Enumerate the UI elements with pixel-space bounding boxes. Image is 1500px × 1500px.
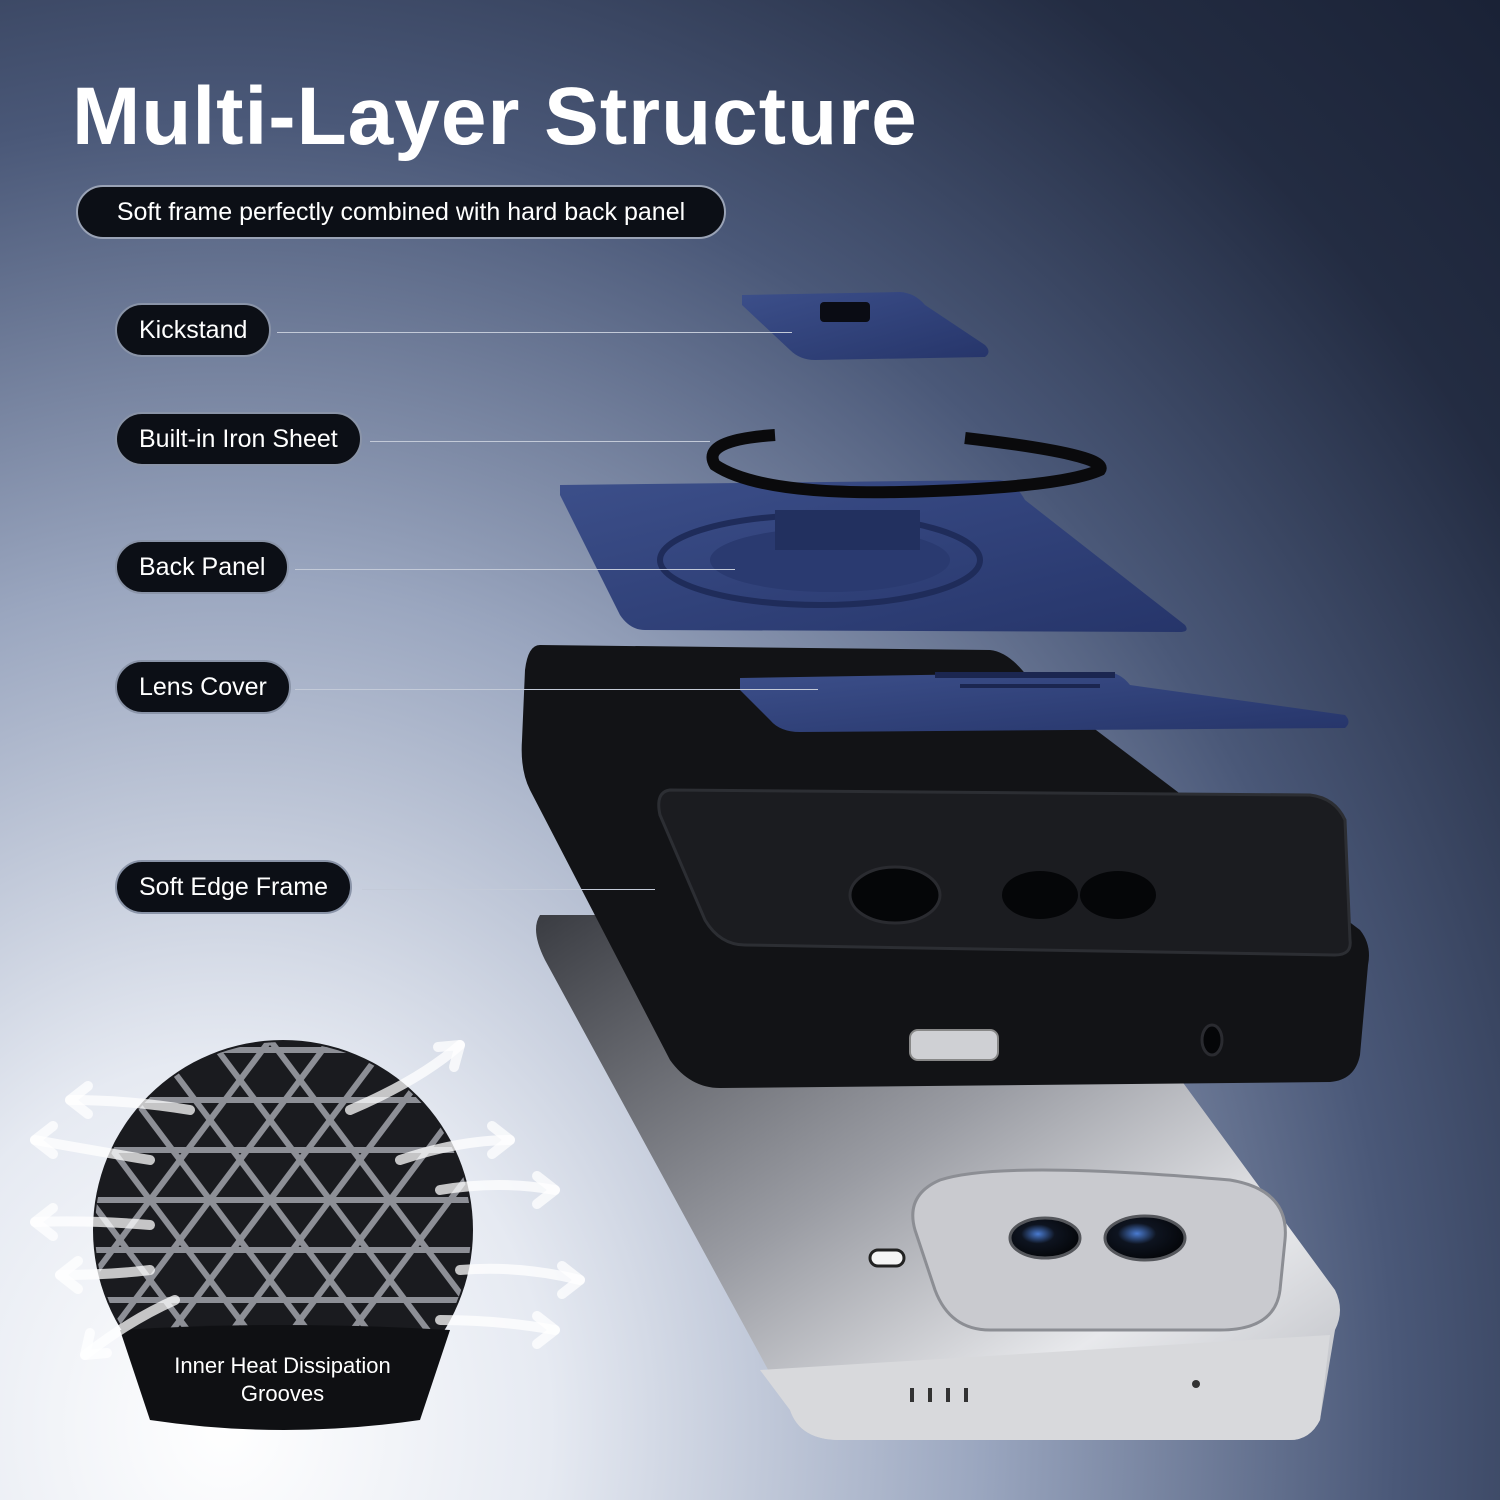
leader-line-kickstand [277,332,792,333]
leader-line-back-panel [295,569,735,570]
leader-line-iron-sheet [370,441,710,442]
lens-cover-part [740,672,1349,732]
iron-sheet-part [706,429,1107,499]
back-panel-part [560,480,1187,632]
kickstand-part [742,292,989,360]
label-back-panel: Back Panel [115,540,290,594]
label-soft-edge-frame: Soft Edge Frame [115,860,352,914]
soft-edge-frame-part [521,645,1369,1088]
leader-line-soft-edge-frame [362,889,655,890]
page-title: Multi-Layer Structure [72,71,918,162]
label-iron-sheet: Built-in Iron Sheet [115,412,362,466]
label-lens-cover: Lens Cover [115,660,291,714]
label-kickstand: Kickstand [115,303,272,357]
airflow-arrows [30,1040,585,1360]
leader-line-lens-cover [295,689,818,690]
heat-dissipation-caption: Inner Heat Dissipation Grooves [174,1353,391,1406]
heat-dissipation-detail [93,1040,473,1430]
subtitle-badge: Soft frame perfectly combined with hard … [76,185,726,239]
